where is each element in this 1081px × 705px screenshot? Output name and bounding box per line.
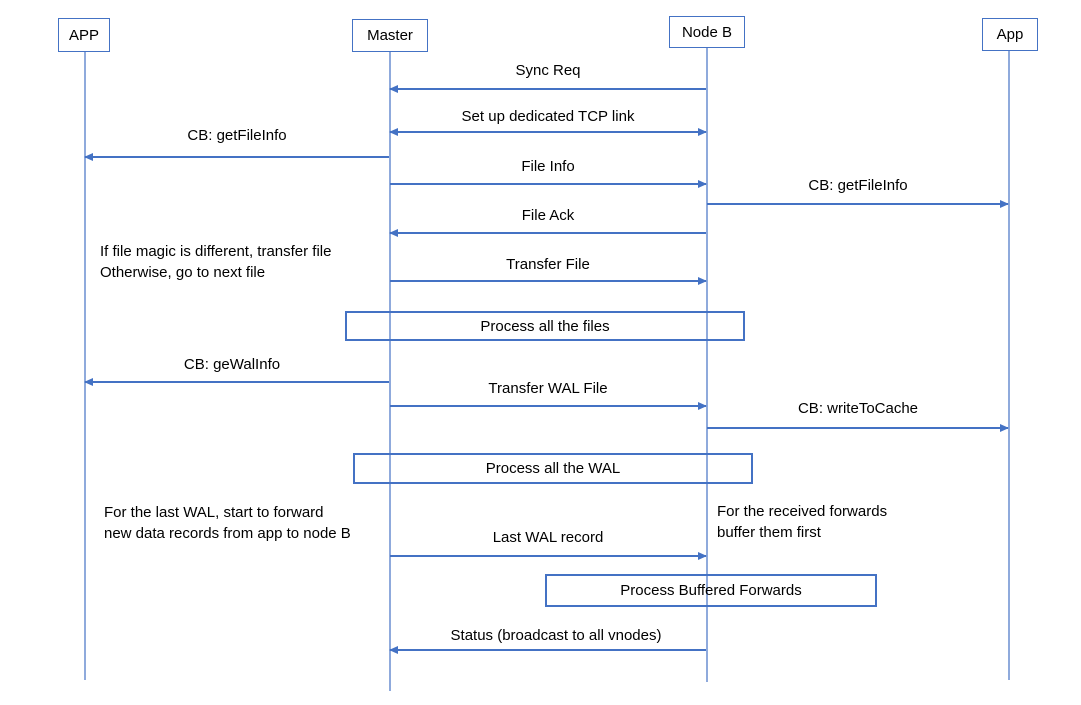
actor-box-master: Master xyxy=(352,19,428,52)
process-box-wal: Process all the WAL xyxy=(353,453,753,484)
arrow-cb-gewalinfo xyxy=(85,381,389,383)
actor-box-app-right: App xyxy=(982,18,1038,51)
arrow-cb-getfileinfo-right xyxy=(707,203,1008,205)
message-label-cb-writetocache: CB: writeToCache xyxy=(797,400,919,417)
note-file-magic-line2: Otherwise, go to next file xyxy=(100,264,266,281)
actor-label-app-right: App xyxy=(996,26,1024,43)
actor-label-master: Master xyxy=(367,27,413,44)
arrow-transfer-file xyxy=(390,280,706,282)
note-last-wal-line1: For the last WAL, start to forward xyxy=(104,504,324,521)
arrow-sync-req xyxy=(390,88,706,90)
arrow-tcp-link xyxy=(390,131,706,133)
lifeline-node-b xyxy=(706,48,708,682)
message-label-file-info: File Info xyxy=(521,158,575,175)
message-label-transfer-wal-file: Transfer WAL File xyxy=(488,380,608,397)
arrow-cb-getfileinfo-left xyxy=(85,156,389,158)
note-received-forwards-line2: buffer them first xyxy=(717,524,821,541)
note-file-magic-line1: If file magic is different, transfer fil… xyxy=(100,243,332,260)
process-box-buffered-forwards-label: Process Buffered Forwards xyxy=(620,582,802,599)
actor-box-node-b: Node B xyxy=(669,16,745,48)
arrow-file-ack xyxy=(390,232,706,234)
arrow-transfer-wal-file xyxy=(390,405,706,407)
message-label-last-wal-record: Last WAL record xyxy=(492,529,604,546)
message-label-sync-req: Sync Req xyxy=(515,62,581,79)
message-label-cb-gewalinfo: CB: geWalInfo xyxy=(183,356,281,373)
actor-box-app-left: APP xyxy=(58,18,110,52)
arrow-status-broadcast xyxy=(390,649,706,651)
note-received-forwards-line1: For the received forwards xyxy=(717,503,888,520)
message-label-status-broadcast: Status (broadcast to all vnodes) xyxy=(450,627,662,644)
arrow-cb-writetocache xyxy=(707,427,1008,429)
message-label-transfer-file: Transfer File xyxy=(506,256,590,273)
note-last-wal-line2: new data records from app to node B xyxy=(104,525,351,542)
note-last-wal: For the last WAL, start to forward new d… xyxy=(104,502,351,544)
note-received-forwards: For the received forwards buffer them fi… xyxy=(717,501,887,543)
arrow-last-wal-record xyxy=(390,555,706,557)
arrow-file-info xyxy=(390,183,706,185)
actor-label-app-left: APP xyxy=(68,26,99,44)
lifeline-app-left xyxy=(84,52,86,680)
message-label-file-ack: File Ack xyxy=(521,207,575,224)
process-box-buffered-forwards: Process Buffered Forwards xyxy=(545,574,877,607)
lifeline-master xyxy=(389,52,391,691)
process-box-wal-label: Process all the WAL xyxy=(485,460,621,477)
message-label-tcp-link: Set up dedicated TCP link xyxy=(461,108,635,125)
process-box-files: Process all the files xyxy=(345,311,745,341)
actor-label-node-b: Node B xyxy=(681,23,733,41)
lifeline-app-right xyxy=(1008,51,1010,680)
message-label-cb-getfileinfo-right: CB: getFileInfo xyxy=(808,177,908,194)
message-label-cb-getfileinfo-left: CB: getFileInfo xyxy=(187,127,287,144)
process-box-files-label: Process all the files xyxy=(480,317,610,335)
note-file-magic: If file magic is different, transfer fil… xyxy=(100,241,331,283)
